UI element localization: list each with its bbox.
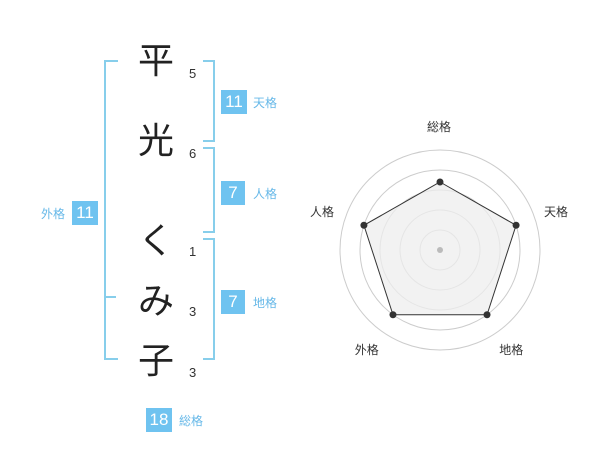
name-char-5: 子	[137, 341, 174, 382]
jinkaku-value: 7	[221, 181, 245, 205]
gaikaku-value: 11	[72, 201, 98, 225]
chikaku-value: 7	[221, 290, 245, 314]
gaikaku-label: 外格	[41, 207, 66, 221]
name-char-1: 平	[137, 41, 174, 82]
stroke-count-4: 3	[189, 304, 197, 319]
radar-center-dot	[437, 247, 443, 253]
chikaku-bracket	[203, 238, 215, 360]
radar-label-1: 総格	[427, 120, 452, 134]
jinkaku-label: 人格	[253, 187, 278, 201]
tenkaku-label: 天格	[253, 96, 278, 110]
given-name-divider	[104, 296, 116, 298]
radar-label-5: 人格	[310, 204, 335, 219]
soukaku-label: 総格	[179, 414, 204, 428]
radar-label-3: 地格	[499, 342, 524, 357]
stroke-count-5: 3	[189, 365, 197, 380]
name-char-2: 光	[137, 121, 174, 162]
stroke-count-3: 1	[189, 244, 197, 259]
radar-point-2	[512, 221, 520, 229]
stroke-count-2: 6	[189, 146, 197, 161]
radar-point-3	[483, 311, 491, 319]
tenkaku-bracket	[203, 60, 215, 142]
chikaku-label: 地格	[253, 296, 278, 310]
radar-label-4: 外格	[354, 342, 379, 357]
radar-label-2: 天格	[543, 204, 568, 219]
soukaku-value: 18	[146, 408, 172, 432]
name-char-4: み	[137, 281, 174, 322]
jinkaku-bracket	[203, 147, 215, 233]
name-char-3: く	[137, 221, 174, 262]
stroke-count-1: 5	[189, 66, 197, 81]
radar-ring-2	[359, 169, 521, 331]
gaikaku-bracket	[104, 60, 118, 360]
radar-ring-1	[339, 149, 541, 351]
radar-point-1	[436, 178, 444, 186]
radar-point-5	[360, 221, 368, 229]
radar-point-4	[389, 311, 397, 319]
tenkaku-value: 11	[221, 90, 247, 114]
